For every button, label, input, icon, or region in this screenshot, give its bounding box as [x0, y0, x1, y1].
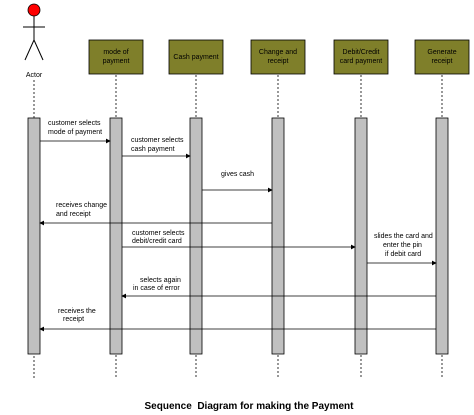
- activation-p2: [189, 117, 203, 355]
- message-7: selects again in case of error: [121, 277, 436, 299]
- actor: Actor: [23, 3, 45, 79]
- participant-p3: Change and receipt: [250, 39, 306, 75]
- message-label-line1: customer selects: [48, 120, 101, 127]
- participant-label-line1: Change and: [259, 49, 297, 56]
- participant-label-line2: card payment: [340, 58, 382, 65]
- activation-p3: [271, 117, 285, 355]
- activation-p5: [435, 117, 449, 355]
- message-label-line1: customer selects: [132, 230, 185, 237]
- participant-label-line1: Cash payment: [173, 54, 218, 61]
- message-label-line1: receives change: [56, 202, 107, 209]
- actor-head: [27, 3, 41, 17]
- message-label-line1: gives cash: [221, 171, 254, 178]
- actor-label: Actor: [26, 72, 43, 79]
- activation-actor: [27, 117, 41, 355]
- message-8: receives the receipt: [39, 308, 436, 332]
- message-3: gives cash: [202, 171, 273, 193]
- participant-label-line1: Generate: [427, 49, 456, 56]
- message-label-line1: receives the: [58, 308, 96, 315]
- message-label-line3: if debit card: [385, 251, 421, 258]
- message-label-line2: enter the pin: [383, 242, 422, 249]
- diagram-caption: Sequence Diagram for making the Payment: [145, 401, 355, 412]
- message-label-line2: and receipt: [56, 211, 91, 218]
- actor-left-leg: [24, 39, 35, 61]
- participant-box: [88, 39, 144, 75]
- participant-p2: Cash payment: [168, 39, 224, 75]
- activations: [27, 117, 449, 355]
- participant-label-line2: payment: [103, 58, 130, 65]
- message-label-line2: in case of error: [133, 285, 180, 292]
- participant-p1: mode of payment: [88, 39, 144, 75]
- message-label-line2: receipt: [63, 316, 84, 323]
- activation-p4: [354, 117, 368, 355]
- participant-p5: Generate receipt: [414, 39, 470, 75]
- participant-p4: Debit/Credit card payment: [333, 39, 389, 75]
- participant-label-line2: receipt: [431, 58, 452, 65]
- participant-box: [250, 39, 306, 75]
- message-1: customer selects mode of payment: [40, 120, 111, 144]
- message-2: customer selects cash payment: [122, 137, 191, 159]
- actor-right-leg: [33, 39, 44, 61]
- participant-box: [414, 39, 470, 75]
- message-label-line1: customer selects: [131, 137, 184, 144]
- message-label-line2: mode of payment: [48, 129, 102, 136]
- message-label-line2: cash payment: [131, 146, 175, 153]
- activation-p1: [109, 117, 123, 355]
- participant-box: [168, 39, 224, 75]
- message-4: receives change and receipt: [39, 202, 272, 226]
- message-5: customer selects debit/credit card: [122, 230, 356, 250]
- participant-label-line1: mode of: [103, 49, 128, 56]
- message-label-line1: selects again: [140, 277, 181, 284]
- participant-box: [333, 39, 389, 75]
- message-6: slides the card and enter the pin if deb…: [367, 233, 437, 266]
- participant-label-line2: receipt: [267, 58, 288, 65]
- message-label-line2: debit/credit card: [132, 238, 182, 245]
- message-label-line1: slides the card and: [374, 233, 433, 240]
- participant-label-line1: Debit/Credit: [343, 49, 380, 56]
